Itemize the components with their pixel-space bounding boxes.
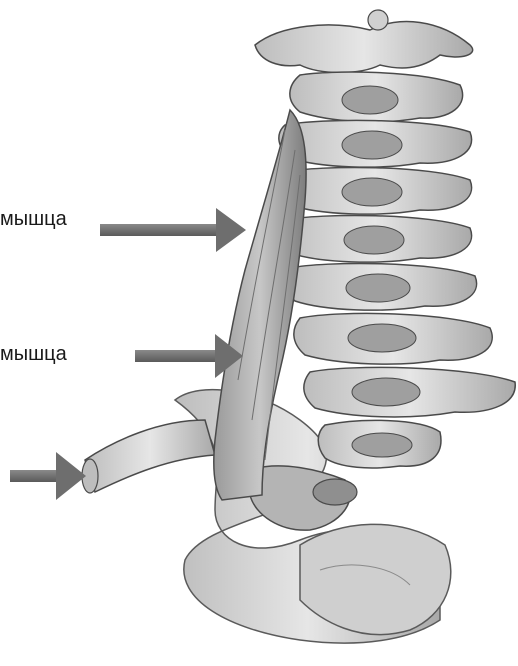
muscle-label-middle: мышца	[0, 343, 67, 366]
muscle-label-upper: мышца	[0, 208, 67, 231]
arrow-upper	[100, 208, 246, 252]
arrow-lower	[10, 452, 86, 500]
